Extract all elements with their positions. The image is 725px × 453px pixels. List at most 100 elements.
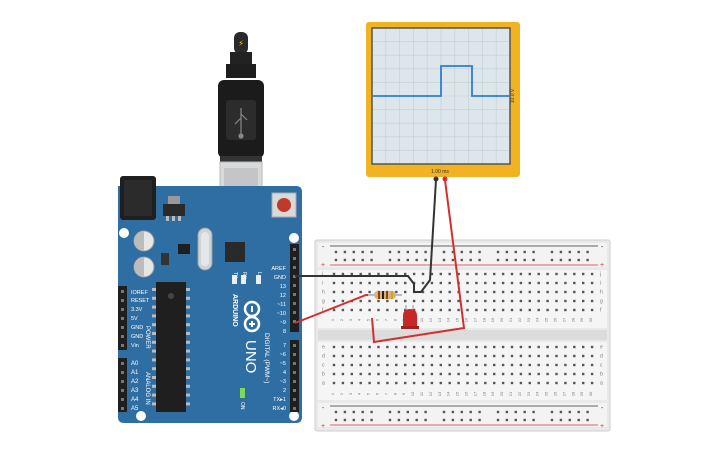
breadboard-hole[interactable]	[493, 290, 496, 294]
breadboard-hole[interactable]	[341, 272, 345, 276]
breadboard-hole[interactable]	[332, 345, 336, 349]
breadboard-hole[interactable]	[573, 272, 576, 276]
rail-hole[interactable]	[343, 410, 347, 414]
breadboard[interactable]: - + - + - + - + 112233445566778899101011…	[314, 239, 611, 432]
breadboard-hole[interactable]	[457, 354, 460, 358]
breadboard-hole[interactable]	[582, 354, 585, 358]
breadboard-hole[interactable]	[404, 381, 407, 385]
header-pin[interactable]	[121, 362, 124, 365]
breadboard-hole[interactable]	[493, 308, 496, 312]
breadboard-hole[interactable]	[537, 345, 540, 349]
breadboard-hole[interactable]	[573, 381, 576, 385]
breadboard-hole[interactable]	[546, 363, 549, 367]
breadboard-hole[interactable]	[582, 299, 585, 303]
breadboard-hole[interactable]	[368, 272, 371, 276]
breadboard-hole[interactable]	[537, 308, 540, 312]
breadboard-hole[interactable]	[341, 290, 345, 294]
breadboard-hole[interactable]	[555, 345, 558, 349]
breadboard-hole[interactable]	[341, 381, 345, 385]
breadboard-hole[interactable]	[493, 345, 496, 349]
breadboard-hole[interactable]	[377, 299, 380, 303]
breadboard-hole[interactable]	[564, 308, 567, 312]
rail-hole[interactable]	[568, 250, 571, 254]
breadboard-hole[interactable]	[421, 381, 425, 385]
breadboard-hole[interactable]	[350, 363, 353, 367]
breadboard-hole[interactable]	[421, 372, 425, 376]
breadboard-hole[interactable]	[519, 381, 523, 385]
breadboard-hole[interactable]	[528, 345, 531, 349]
breadboard-hole[interactable]	[412, 363, 416, 367]
rail-hole[interactable]	[586, 258, 589, 262]
breadboard-hole[interactable]	[359, 381, 362, 385]
breadboard-hole[interactable]	[519, 372, 523, 376]
breadboard-hole[interactable]	[466, 372, 469, 376]
breadboard-hole[interactable]	[341, 363, 345, 367]
breadboard-hole[interactable]	[484, 272, 487, 276]
breadboard-hole[interactable]	[421, 363, 425, 367]
breadboard-hole[interactable]	[448, 354, 451, 358]
breadboard-hole[interactable]	[546, 372, 549, 376]
breadboard-holes[interactable]	[332, 250, 594, 422]
breadboard-hole[interactable]	[510, 290, 514, 294]
breadboard-hole[interactable]	[555, 299, 558, 303]
rail-hole[interactable]	[415, 250, 418, 254]
rail-hole[interactable]	[532, 410, 535, 414]
header-pin[interactable]	[293, 311, 296, 314]
rail-hole[interactable]	[451, 410, 455, 414]
rail-hole[interactable]	[370, 418, 373, 422]
breadboard-hole[interactable]	[448, 381, 451, 385]
rail-hole[interactable]	[352, 250, 355, 254]
wire-black-gnd[interactable]	[295, 179, 437, 293]
rail-hole[interactable]	[406, 250, 409, 254]
breadboard-hole[interactable]	[466, 381, 469, 385]
breadboard-hole[interactable]	[510, 299, 514, 303]
breadboard-hole[interactable]	[439, 381, 442, 385]
header-pin[interactable]	[121, 290, 124, 293]
rail-hole[interactable]	[496, 250, 500, 254]
breadboard-hole[interactable]	[537, 299, 540, 303]
rail-hole[interactable]	[514, 410, 517, 414]
breadboard-hole[interactable]	[484, 372, 487, 376]
breadboard-hole[interactable]	[368, 345, 371, 349]
breadboard-hole[interactable]	[501, 381, 505, 385]
breadboard-hole[interactable]	[430, 281, 434, 285]
rail-hole[interactable]	[577, 410, 580, 414]
breadboard-hole[interactable]	[341, 354, 345, 358]
breadboard-hole[interactable]	[582, 345, 585, 349]
breadboard-hole[interactable]	[537, 272, 540, 276]
breadboard-hole[interactable]	[421, 281, 425, 285]
breadboard-hole[interactable]	[395, 281, 398, 285]
breadboard-hole[interactable]	[475, 290, 478, 294]
breadboard-hole[interactable]	[404, 363, 407, 367]
breadboard-hole[interactable]	[564, 363, 567, 367]
rail-hole[interactable]	[532, 250, 535, 254]
breadboard-hole[interactable]	[439, 272, 442, 276]
rail-hole[interactable]	[496, 258, 500, 262]
breadboard-hole[interactable]	[386, 354, 389, 358]
breadboard-hole[interactable]	[332, 308, 336, 312]
breadboard-hole[interactable]	[439, 354, 442, 358]
oscilloscope[interactable]: 1.00 ms 10.0 V	[366, 22, 520, 182]
breadboard-hole[interactable]	[412, 272, 416, 276]
breadboard-hole[interactable]	[341, 299, 345, 303]
rail-hole[interactable]	[514, 258, 517, 262]
breadboard-hole[interactable]	[332, 299, 336, 303]
rail-hole[interactable]	[550, 418, 554, 422]
breadboard-hole[interactable]	[359, 372, 362, 376]
breadboard-hole[interactable]	[368, 308, 371, 312]
breadboard-hole[interactable]	[466, 281, 469, 285]
resistor[interactable]	[368, 291, 402, 299]
breadboard-hole[interactable]	[510, 381, 514, 385]
breadboard-hole[interactable]	[439, 345, 442, 349]
header-pin[interactable]	[293, 344, 296, 347]
breadboard-hole[interactable]	[350, 345, 353, 349]
breadboard-hole[interactable]	[341, 345, 345, 349]
rail-hole[interactable]	[505, 258, 509, 262]
breadboard-hole[interactable]	[519, 308, 523, 312]
breadboard-hole[interactable]	[368, 290, 371, 294]
breadboard-hole[interactable]	[528, 272, 531, 276]
rail-hole[interactable]	[424, 258, 427, 262]
breadboard-hole[interactable]	[386, 345, 389, 349]
breadboard-hole[interactable]	[475, 272, 478, 276]
header-pin[interactable]	[293, 302, 296, 305]
